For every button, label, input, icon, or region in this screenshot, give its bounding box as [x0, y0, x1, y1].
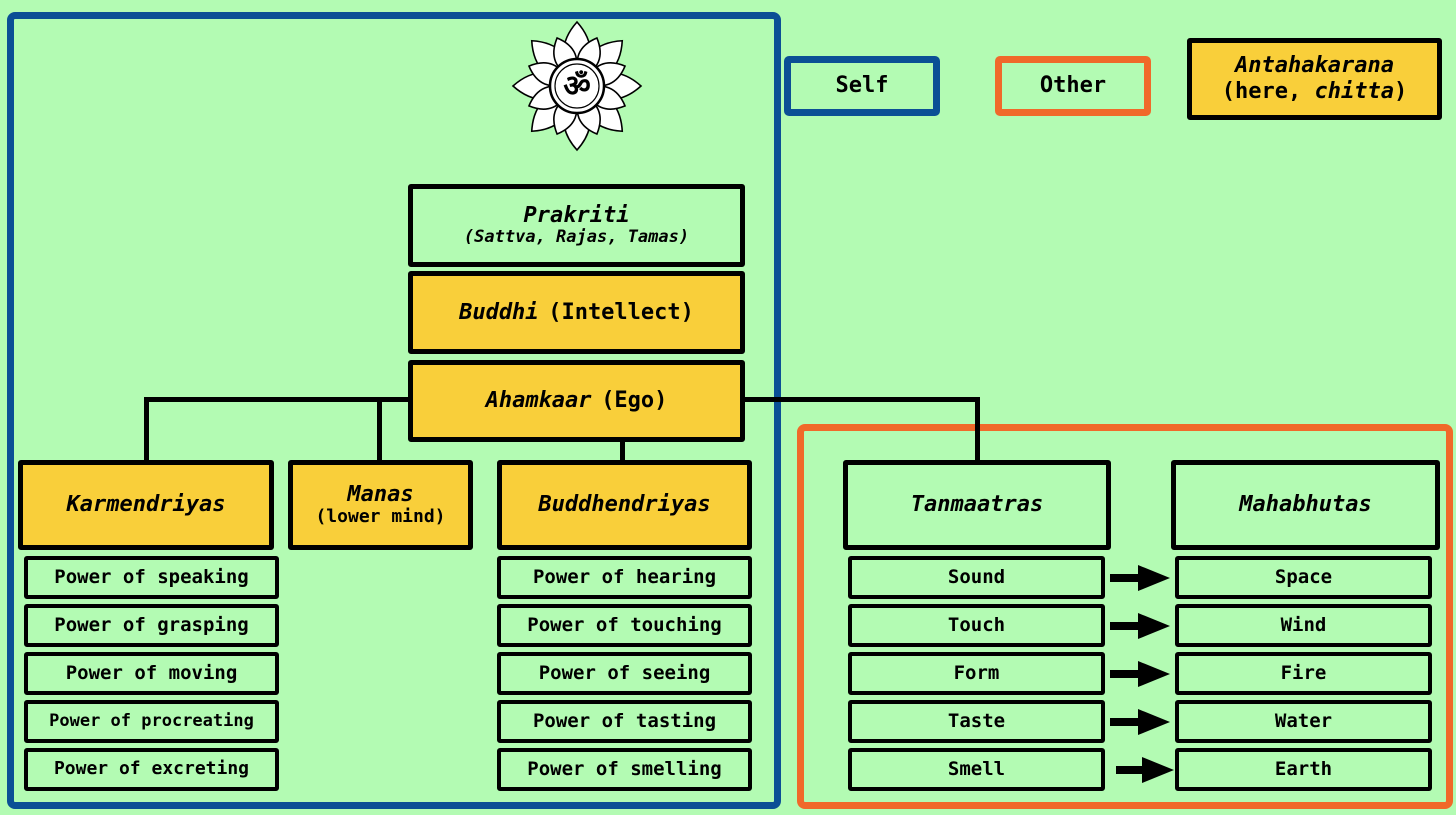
legend-self-label: Self	[835, 72, 889, 98]
connector	[377, 397, 382, 463]
arrow-icon	[1110, 661, 1170, 687]
connector	[144, 397, 149, 463]
list-item: Fire	[1175, 652, 1432, 695]
legend-antahakarana: Antahakarana (here, chitta)	[1187, 38, 1442, 120]
list-item: Wind	[1175, 604, 1432, 647]
legend-other: Other	[995, 56, 1151, 116]
buddhi-gloss: (Intellect)	[548, 299, 694, 325]
list-item: Form	[848, 652, 1105, 695]
list-item: Power of hearing	[497, 556, 752, 599]
arrow-icon	[1110, 709, 1170, 735]
list-item: Power of procreating	[24, 700, 279, 743]
arrow-icon	[1110, 613, 1170, 639]
list-item: Power of excreting	[24, 748, 279, 791]
legend-self: Self	[784, 56, 940, 116]
list-item: Power of speaking	[24, 556, 279, 599]
tanmaatras-title: Tanmaatras	[910, 492, 1044, 518]
list-item: Power of seeing	[497, 652, 752, 695]
svg-text:ॐ: ॐ	[563, 69, 590, 104]
buddhi-box: Buddhi (Intellect)	[408, 271, 745, 354]
buddhendriyas-box: Buddhendriyas	[497, 460, 752, 550]
list-item: Taste	[848, 700, 1105, 743]
list-item: Space	[1175, 556, 1432, 599]
connector	[620, 437, 625, 463]
ahamkaar-gloss: (Ego)	[601, 388, 668, 414]
list-item: Smell	[848, 748, 1105, 791]
prakriti-title: Prakriti	[523, 203, 630, 229]
ahamkaar-box: Ahamkaar (Ego)	[408, 360, 745, 442]
buddhi-title: Buddhi	[459, 299, 539, 325]
prakriti-box: Prakriti (Sattva, Rajas, Tamas)	[408, 184, 745, 267]
prakriti-gunas: (Sattva, Rajas, Tamas)	[463, 227, 690, 248]
list-item: Power of touching	[497, 604, 752, 647]
list-item: Sound	[848, 556, 1105, 599]
list-item: Earth	[1175, 748, 1432, 791]
other-group-outline	[797, 424, 1453, 809]
legend-antahakarana-title: Antahakarana	[1235, 52, 1394, 78]
legend-antahakarana-note: (here, chitta)	[1221, 79, 1408, 104]
manas-gloss: (lower mind)	[315, 506, 446, 528]
manas-title: Manas	[347, 482, 414, 507]
list-item: Power of tasting	[497, 700, 752, 743]
connector	[975, 397, 980, 463]
connector	[742, 397, 980, 402]
arrow-icon	[1110, 565, 1170, 591]
manas-box: Manas (lower mind)	[288, 460, 473, 550]
mahabhutas-box: Mahabhutas	[1171, 460, 1440, 550]
buddhendriyas-title: Buddhendriyas	[538, 492, 711, 518]
legend-other-label: Other	[1039, 72, 1107, 98]
karmendriyas-title: Karmendriyas	[66, 492, 226, 518]
mahabhutas-title: Mahabhutas	[1239, 492, 1372, 518]
self-group-outline	[7, 12, 781, 809]
arrows	[1110, 565, 1174, 783]
list-item: Power of moving	[24, 652, 279, 695]
tanmaatras-box: Tanmaatras	[843, 460, 1111, 550]
list-item: Water	[1175, 700, 1432, 743]
arrow-icon	[1116, 757, 1174, 783]
list-item: Power of smelling	[497, 748, 752, 791]
karmendriyas-box: Karmendriyas	[18, 460, 274, 550]
list-item: Touch	[848, 604, 1105, 647]
connector	[144, 397, 414, 402]
ahamkaar-title: Ahamkaar	[485, 388, 592, 414]
list-item: Power of grasping	[24, 604, 279, 647]
